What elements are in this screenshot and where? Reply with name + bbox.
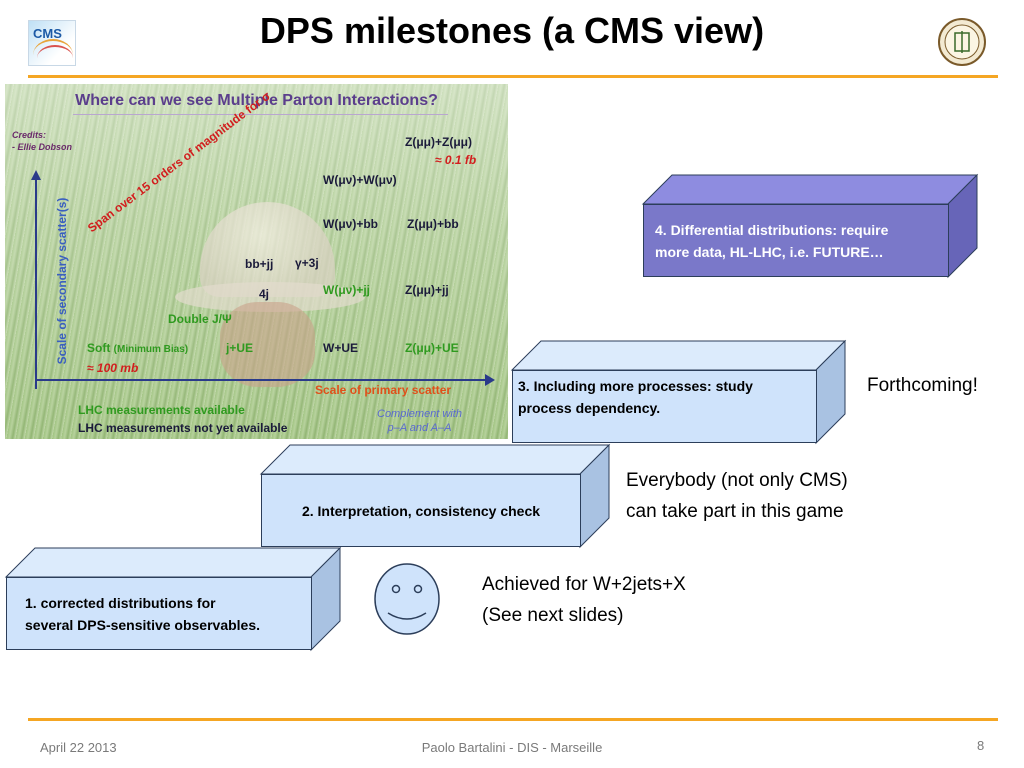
cms-logo: CMS [28, 20, 76, 66]
header-divider [28, 75, 998, 78]
process-wbb: W(μν)+bb [323, 217, 379, 231]
legend-available: LHC measurements available [78, 403, 245, 417]
step-4-line2: more data, HL-LHC, i.e. FUTURE… [655, 243, 884, 260]
process-wjj: W(μν)+jj [323, 283, 371, 297]
panel-title: Where can we see Multiple Parton Interac… [75, 92, 438, 109]
forthcoming-note: Forthcoming! [867, 375, 978, 396]
legend-not-available: LHC measurements not yet available [78, 421, 288, 435]
process-zbb: Z(μμ)+bb [407, 217, 459, 231]
process-wue: W+UE [323, 341, 359, 355]
x-axis-label: Scale of primary scatter [315, 383, 452, 397]
step-3-line2: process dependency. [518, 400, 661, 416]
process-soft: Soft (Minimum Bias) [87, 341, 189, 355]
process-gamma3j: γ+3j [295, 256, 319, 270]
process-zz: Z(μμ)+Z(μμ) [405, 135, 473, 149]
step-1-line1: 1. corrected distributions for [25, 594, 216, 611]
mpi-overview-image: Where can we see Multiple Parton Interac… [5, 84, 508, 439]
everybody-note: Everybody (not only CMS) can take part i… [626, 470, 848, 522]
process-zz-xsec: ≈ 0.1 fb [435, 153, 477, 167]
process-bbjj: bb+jj [245, 257, 274, 271]
footer-page-number: 8 [977, 738, 985, 753]
footer-date: April 22 2013 [40, 740, 117, 755]
footer-divider [28, 718, 998, 721]
process-zue: Z(μμ)+UE [405, 341, 459, 355]
step-2-box: 2. Interpretation, consistency check [259, 443, 611, 549]
process-double-jpsi: Double J/Ψ [168, 312, 232, 326]
process-4j: 4j [259, 287, 270, 301]
step-3-box: 3. Including more processes: study proce… [510, 339, 847, 445]
university-seal-logo [938, 18, 986, 66]
step-4-box: 4. Differential distributions: require m… [641, 173, 979, 279]
step-1-box: 1. corrected distributions for several D… [4, 546, 342, 652]
y-axis [35, 179, 37, 389]
smiley-face-icon [374, 563, 440, 635]
step-2-line1: 2. Interpretation, consistency check [301, 502, 541, 519]
footer-author: Paolo Bartalini - DIS - Marseille [421, 740, 603, 755]
step-4-line1: 4. Differential distributions: require [655, 221, 889, 238]
achieved-note: Achieved for W+2jets+X (See next slides) [482, 574, 686, 626]
slide-title: DPS milestones (a CMS view) [259, 10, 765, 51]
process-jue: j+UE [226, 341, 254, 355]
step-1-line2: several DPS-sensitive observables. [25, 616, 261, 633]
step-3-line1: 3. Including more processes: study [518, 378, 753, 394]
cms-logo-text: CMS [33, 26, 62, 41]
process-zjj: Z(μμ)+jj [405, 283, 449, 297]
process-soft-xsec: ≈ 100 mb [87, 361, 139, 375]
y-axis-label: Scale of secondary scatter(s) [55, 197, 69, 365]
x-axis [35, 379, 490, 381]
credits: Credits: - Ellie Dobson [12, 130, 73, 152]
process-ww: W(μν)+W(μν) [323, 173, 397, 187]
complement-note: Complement with p–A and A–A [377, 408, 462, 434]
